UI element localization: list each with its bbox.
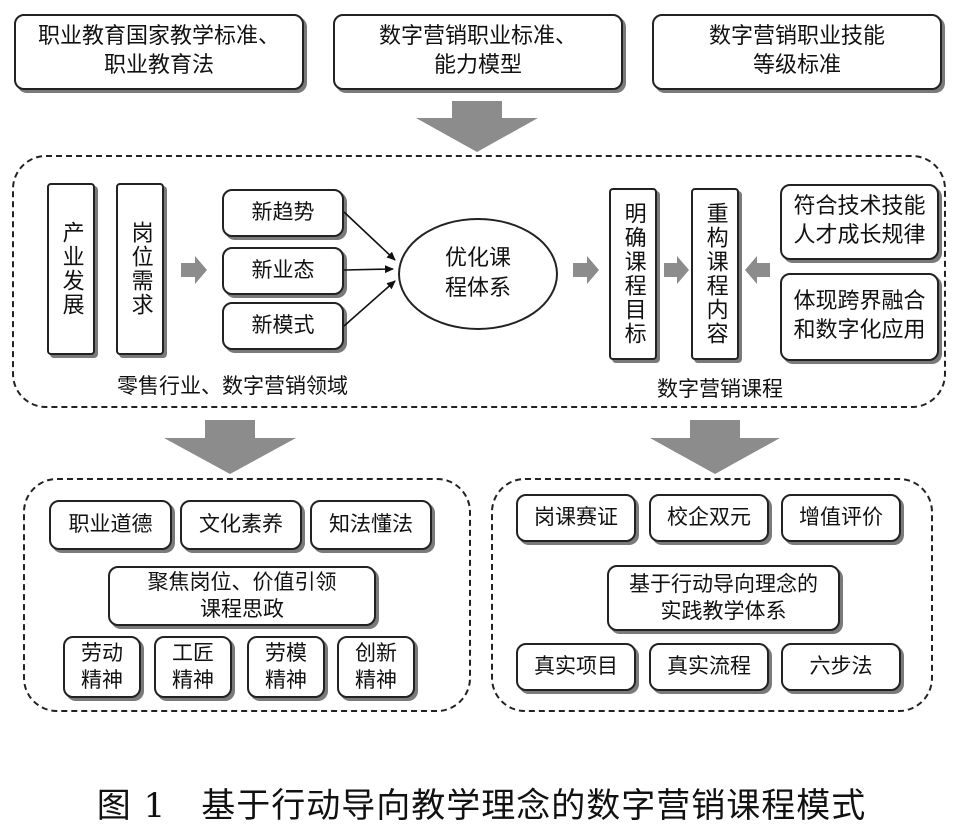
box-real-project: 真实项目	[516, 643, 636, 691]
middle-dashed-region	[12, 155, 946, 408]
arrow-trend-to-ellipse	[343, 211, 396, 261]
small-arrow-to-content	[664, 256, 689, 284]
arrow-model-to-ellipse	[343, 280, 396, 327]
box-growth-law: 符合技术技能 人才成长规律	[780, 184, 939, 260]
big-arrow-down-right	[650, 420, 780, 474]
box-cultural-literacy: 文化素养	[180, 500, 302, 550]
small-arrow-from-principles	[745, 256, 770, 284]
bottom-right-dashed-region	[491, 478, 933, 712]
box-model-worker-spirit: 劳模 精神	[247, 636, 325, 698]
standard-box-skill-level: 数字营销职业技能 等级标准	[652, 14, 942, 90]
box-value-added-evaluation: 增值评价	[781, 494, 901, 542]
box-professional-ethics: 职业道德	[49, 500, 172, 550]
box-craftsman-spirit: 工匠 精神	[154, 636, 232, 698]
box-new-format: 新业态	[222, 247, 344, 295]
box-law-awareness: 知法懂法	[310, 500, 432, 550]
arrow-format-to-ellipse	[343, 265, 394, 274]
big-arrow-down-top	[416, 101, 538, 152]
figure-caption: 图 1 基于行动导向教学理念的数字营销课程模式	[96, 786, 867, 826]
box-clarify-goals: 明确课程目标	[609, 188, 657, 360]
box-innovation-spirit: 创新 精神	[337, 636, 415, 698]
box-six-step-method: 六步法	[781, 643, 901, 691]
box-rebuild-content: 重构课程内容	[691, 188, 739, 360]
label-digital-marketing-course: 数字营销课程	[657, 377, 783, 401]
standard-box-profession: 数字营销职业标准、 能力模型	[333, 14, 623, 90]
standard-box-education: 职业教育国家教学标准、 职业教育法	[14, 14, 304, 90]
label-retail-domain: 零售行业、数字营销领域	[117, 374, 348, 398]
box-practice-teaching-system: 基于行动导向理念的 实践教学体系	[607, 565, 840, 631]
box-school-enterprise-dual: 校企双元	[649, 494, 769, 542]
box-post-course-competition-cert: 岗课赛证	[516, 494, 636, 542]
bottom-left-dashed-region	[23, 478, 471, 712]
box-new-model: 新模式	[222, 302, 344, 350]
box-labor-spirit: 劳动 精神	[63, 636, 141, 698]
box-real-process: 真实流程	[649, 643, 769, 691]
box-new-trend: 新趋势	[222, 189, 344, 237]
big-arrow-down-left	[164, 420, 296, 474]
box-industry-development: 产业发展	[47, 183, 95, 355]
box-job-demand: 岗位需求	[116, 183, 164, 355]
box-crossover-digital: 体现跨界融合 和数字化应用	[780, 273, 939, 361]
optimize-curriculum-ellipse: 优化课 程体系	[398, 218, 558, 330]
small-arrow-to-trends	[181, 256, 207, 284]
box-ideological-politics: 聚焦岗位、价值引领 课程思政	[108, 566, 376, 626]
small-arrow-to-goals	[573, 256, 599, 284]
